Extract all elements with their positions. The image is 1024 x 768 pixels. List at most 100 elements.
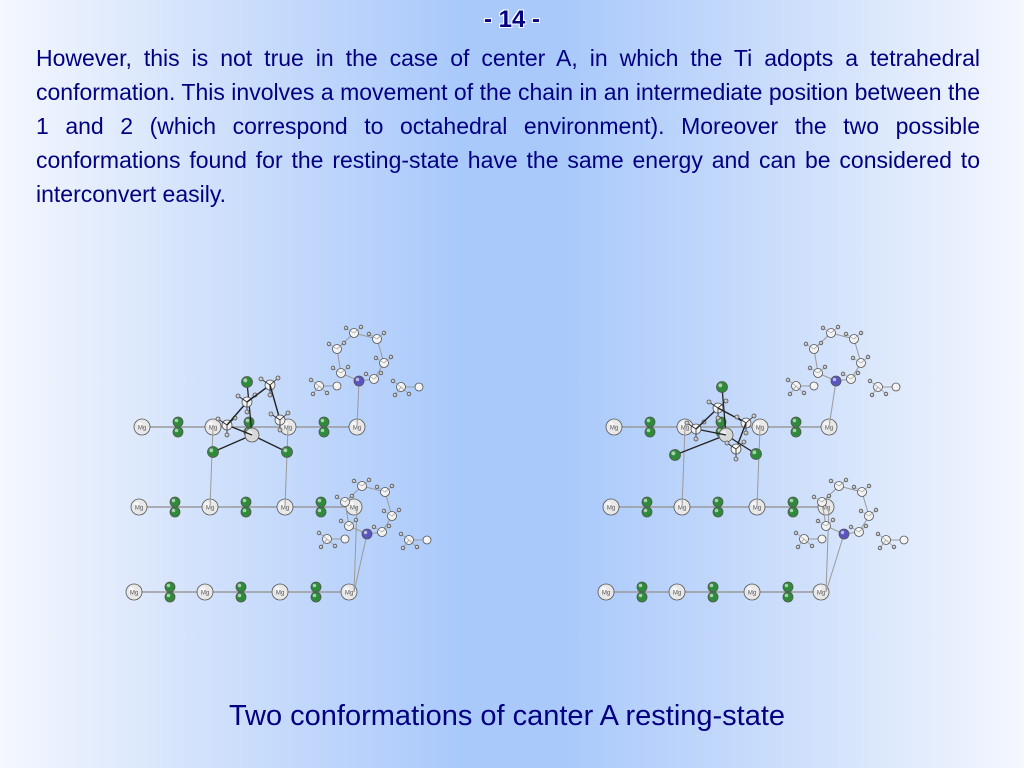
atom-highlight — [751, 501, 758, 508]
atom-highlight — [789, 498, 794, 503]
atom-highlight — [840, 530, 845, 535]
hydrogen-atom — [275, 375, 281, 381]
hydrogen-atom — [381, 330, 387, 336]
atom-highlight — [204, 501, 211, 508]
atom-highlight — [399, 532, 402, 535]
atom-highlight — [374, 356, 377, 359]
atom-highlight — [893, 384, 897, 388]
chlorine-atom — [712, 496, 724, 508]
atom-highlight — [278, 428, 281, 431]
hydrogen-atom — [809, 543, 815, 549]
hydrogen-atom — [891, 544, 897, 550]
chlorine-atom — [235, 581, 247, 593]
atom-highlight — [812, 495, 815, 498]
atom-highlight — [268, 393, 271, 396]
hydrogen-atom — [392, 392, 398, 398]
atom-highlight — [319, 545, 322, 548]
atom-highlight — [831, 518, 834, 521]
chlorine-atom — [750, 448, 762, 460]
atom-label: Mg — [138, 426, 146, 432]
atom-highlight — [346, 365, 349, 368]
atom-label: Mg — [678, 506, 686, 512]
chlorine-atom — [782, 591, 794, 603]
hydrogen-atom — [830, 517, 836, 523]
atom-highlight — [724, 399, 727, 402]
atom-highlight — [333, 544, 336, 547]
hydrogen-atom — [224, 432, 230, 438]
hydrogen-atom — [733, 456, 739, 462]
hydrogen-atom — [873, 507, 879, 513]
atom-highlight — [742, 440, 745, 443]
chlorine-atom — [644, 426, 656, 438]
atom-highlight — [209, 448, 214, 453]
atom-highlight — [784, 593, 789, 598]
hydrogen-atom — [398, 531, 404, 537]
hydrogen-atom — [866, 483, 872, 489]
hydrogen-atom — [751, 413, 757, 419]
atom-highlight — [815, 586, 822, 593]
hydrogen-atom — [815, 518, 821, 524]
atom-highlight — [638, 593, 643, 598]
hydrogen-atom — [374, 484, 380, 490]
hydrogen-atom — [850, 355, 856, 361]
atom-highlight — [382, 509, 385, 512]
hydrogen-atom — [855, 370, 861, 376]
hydrogen-atom — [386, 523, 392, 529]
atom-highlight — [754, 421, 761, 428]
bond — [269, 384, 281, 421]
hydrogen-atom — [330, 365, 336, 371]
atom-highlight — [829, 479, 832, 482]
atom-highlight — [343, 586, 350, 593]
atom-highlight — [242, 508, 247, 513]
chlorine-atom — [787, 496, 799, 508]
nitrogen-atom — [838, 528, 850, 540]
atom-highlight — [415, 545, 418, 548]
bond — [284, 426, 289, 508]
atom-highlight — [379, 371, 382, 374]
chlorine-atom — [669, 449, 681, 461]
atom-highlight — [707, 400, 710, 403]
hydrogen-atom — [741, 439, 747, 445]
atom-highlight — [752, 414, 755, 417]
atom-highlight — [816, 519, 819, 522]
chlorine-atom — [636, 581, 648, 593]
hydrogen-atom — [693, 436, 699, 442]
hydrogen-atom — [869, 392, 875, 398]
atom-highlight — [608, 421, 615, 428]
atom-highlight — [859, 331, 862, 334]
chlorine-atom — [318, 416, 330, 428]
chlorine-atom — [790, 426, 802, 438]
hydrogen-atom — [883, 391, 889, 397]
hydrogen-atom — [338, 518, 344, 524]
hydrogen-atom — [743, 430, 749, 436]
atom-highlight — [171, 508, 176, 513]
hydrogen-atom — [343, 325, 349, 331]
atom-highlight — [407, 392, 410, 395]
hydrogen-atom — [785, 377, 791, 383]
atom-highlight — [851, 356, 854, 359]
atom-highlight — [166, 583, 171, 588]
hydrogen-atom — [801, 390, 807, 396]
atom-label: Mg — [607, 506, 615, 512]
chlorine-atom — [240, 496, 252, 508]
atom-highlight — [397, 508, 400, 511]
hydrogen-atom — [848, 524, 854, 530]
hydrogen-atom — [396, 507, 402, 513]
atom-label: Mg — [206, 506, 214, 512]
atom-highlight — [245, 410, 248, 413]
atom-highlight — [237, 593, 242, 598]
atom-highlight — [416, 384, 420, 388]
atom-highlight — [600, 586, 607, 593]
atom-highlight — [259, 377, 262, 380]
atom-highlight — [884, 392, 887, 395]
nitrogen-atom — [353, 375, 365, 387]
hydrogen-atom — [843, 477, 849, 483]
atom-label: Mg — [353, 426, 361, 432]
chlorine-atom — [243, 416, 255, 428]
atom-highlight — [363, 530, 368, 535]
atom-highlight — [390, 484, 393, 487]
hydrogen-atom — [414, 544, 420, 550]
bond — [356, 380, 360, 428]
hydrogen-atom — [244, 409, 250, 415]
atom-highlight — [335, 495, 338, 498]
